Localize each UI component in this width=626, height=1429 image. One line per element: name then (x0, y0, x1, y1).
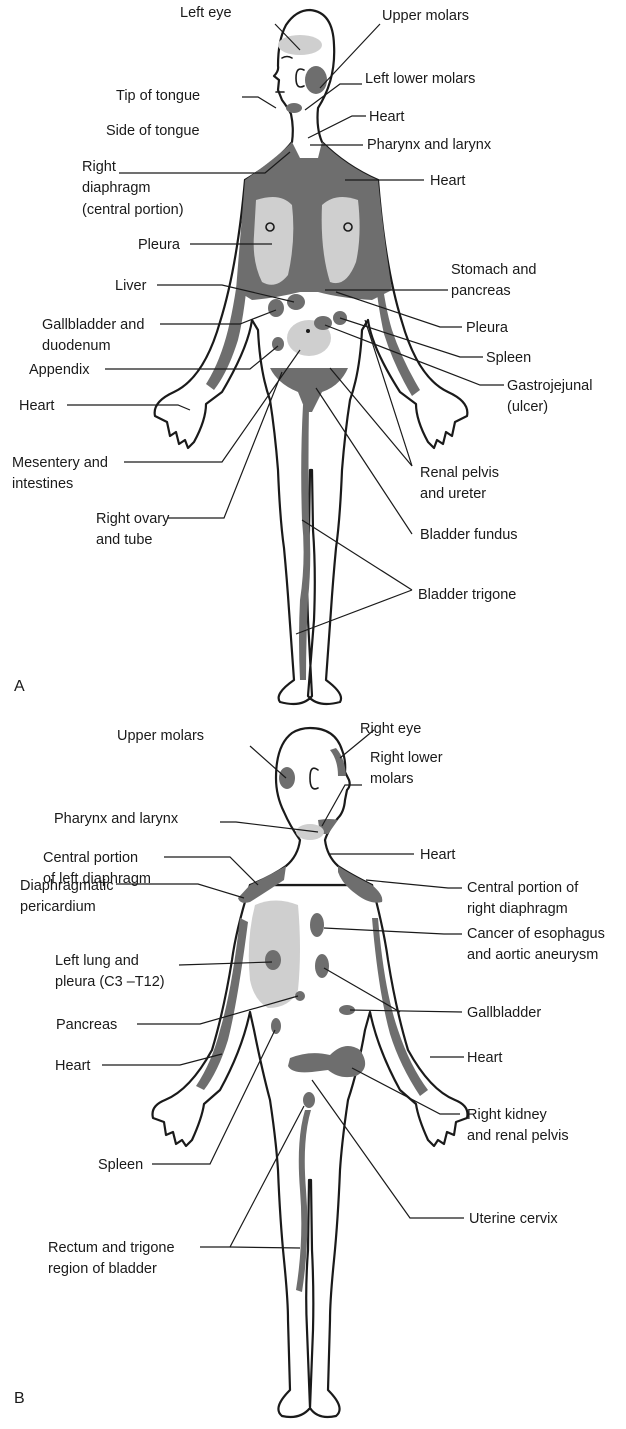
label-b-cervix: Uterine cervix (469, 1211, 558, 1227)
panel-a-jaw-region (286, 103, 302, 113)
label-a-gastrojejunal-1: Gastrojejunal (507, 378, 592, 394)
label-b-rectum-1: Rectum and trigone (48, 1240, 175, 1256)
leader-b-central-right (366, 880, 462, 888)
label-a-gallbladder-1: Gallbladder and (42, 317, 144, 333)
label-a-mesentery-2: intestines (12, 476, 73, 492)
label-a-pleura-right: Pleura (466, 320, 509, 336)
label-a-heart-upper: Heart (369, 109, 404, 125)
label-a-appendix: Appendix (29, 362, 90, 378)
label-a-stomach-2: pancreas (451, 283, 511, 299)
label-a-tip-of-tongue: Tip of tongue (116, 88, 200, 104)
panel-a: Left eye Upper molars Left lower molars … (12, 5, 592, 704)
label-b-pharynx: Pharynx and larynx (54, 811, 179, 827)
panel-a-letter: A (14, 678, 25, 695)
label-a-stomach-1: Stomach and (451, 262, 536, 278)
label-b-heart-right: Heart (467, 1050, 502, 1066)
panel-b-head (250, 728, 372, 885)
panel-b-letter: B (14, 1390, 25, 1407)
label-b-pancreas: Pancreas (56, 1017, 117, 1033)
label-b-cancer-2: and aortic aneurysm (467, 947, 598, 963)
label-a-upper-molars: Upper molars (382, 8, 469, 24)
label-a-renal-2: and ureter (420, 486, 486, 502)
label-a-gallbladder-2: duodenum (42, 338, 111, 354)
label-b-right-lower-molars-2: molars (370, 771, 414, 787)
panel-b-spleen-spot (271, 1018, 281, 1034)
panel-b-upper-molars-region (279, 767, 295, 789)
label-a-pleura-left: Pleura (138, 237, 181, 253)
label-b-gallbladder: Gallbladder (467, 1005, 541, 1021)
label-b-heart-left: Heart (55, 1058, 90, 1074)
label-a-heart-arm: Heart (19, 398, 54, 414)
label-b-central-left-1: Central portion (43, 850, 138, 866)
label-a-side-of-tongue: Side of tongue (106, 123, 200, 139)
label-b-pericardium-1: Diaphragmatic (20, 878, 114, 894)
label-b-rectum-2: region of bladder (48, 1261, 157, 1277)
label-b-right-lower-molars-1: Right lower (370, 750, 443, 766)
label-a-mesentery-1: Mesentery and (12, 455, 108, 471)
panel-b-sacral-spot (303, 1092, 315, 1108)
panel-a-left-eye-region (278, 35, 322, 55)
label-b-pericardium-2: pericardium (20, 899, 96, 915)
label-b-right-kidney-1: Right kidney (467, 1107, 548, 1123)
panel-a-stomach-spot (314, 316, 332, 330)
label-b-upper-molars: Upper molars (117, 728, 204, 744)
panel-b-neck-region (296, 824, 324, 840)
label-a-right-ovary-1: Right ovary (96, 511, 170, 527)
label-b-spleen: Spleen (98, 1157, 143, 1173)
panel-a-navel (306, 329, 310, 333)
label-b-left-lung-2: pleura (C3 –T12) (55, 974, 165, 990)
panel-a-gallbladder-spot (268, 299, 284, 317)
panel-b-lung-spot (265, 950, 281, 970)
panel-b: Upper molars Right eye Right lower molar… (14, 721, 605, 1417)
leader-a-appendix (105, 346, 278, 369)
label-a-spleen: Spleen (486, 350, 531, 366)
panel-a-pleura-left (254, 197, 294, 285)
leader-b-central-left (164, 857, 258, 885)
label-b-heart-neck: Heart (420, 847, 455, 863)
label-b-left-lung-1: Left lung and (55, 953, 139, 969)
panel-a-upper-molars-region (305, 66, 327, 94)
label-a-liver: Liver (115, 278, 147, 294)
label-b-right-kidney-2: and renal pelvis (467, 1128, 569, 1144)
label-b-central-right-2: right diaphragm (467, 901, 568, 917)
label-a-bladder-trigone: Bladder trigone (418, 587, 516, 603)
label-a-right-diaphragm-3: (central portion) (82, 202, 184, 218)
leader-a-tip-of-tongue (242, 97, 276, 108)
label-a-pharynx: Pharynx and larynx (367, 137, 492, 153)
panel-a-head (245, 10, 378, 180)
label-a-right-diaphragm-1: Right (82, 159, 116, 175)
label-b-right-eye: Right eye (360, 721, 421, 737)
panel-b-esophagus-spot-1 (310, 913, 324, 937)
label-a-left-lower-molars: Left lower molars (365, 71, 475, 87)
panel-b-esophagus-spot-2 (315, 954, 329, 978)
label-b-cancer-1: Cancer of esophagus (467, 926, 605, 942)
label-a-right-ovary-2: and tube (96, 532, 152, 548)
label-b-central-right-1: Central portion of (467, 880, 579, 896)
label-a-left-eye: Left eye (180, 5, 232, 21)
label-a-bladder-fundus: Bladder fundus (420, 527, 518, 543)
label-a-gastrojejunal-2: (ulcer) (507, 399, 548, 415)
panel-a-liver-spot (287, 294, 305, 310)
label-a-renal-1: Renal pelvis (420, 465, 499, 481)
label-a-right-diaphragm-2: diaphragm (82, 180, 151, 196)
label-a-heart-chest: Heart (430, 173, 465, 189)
